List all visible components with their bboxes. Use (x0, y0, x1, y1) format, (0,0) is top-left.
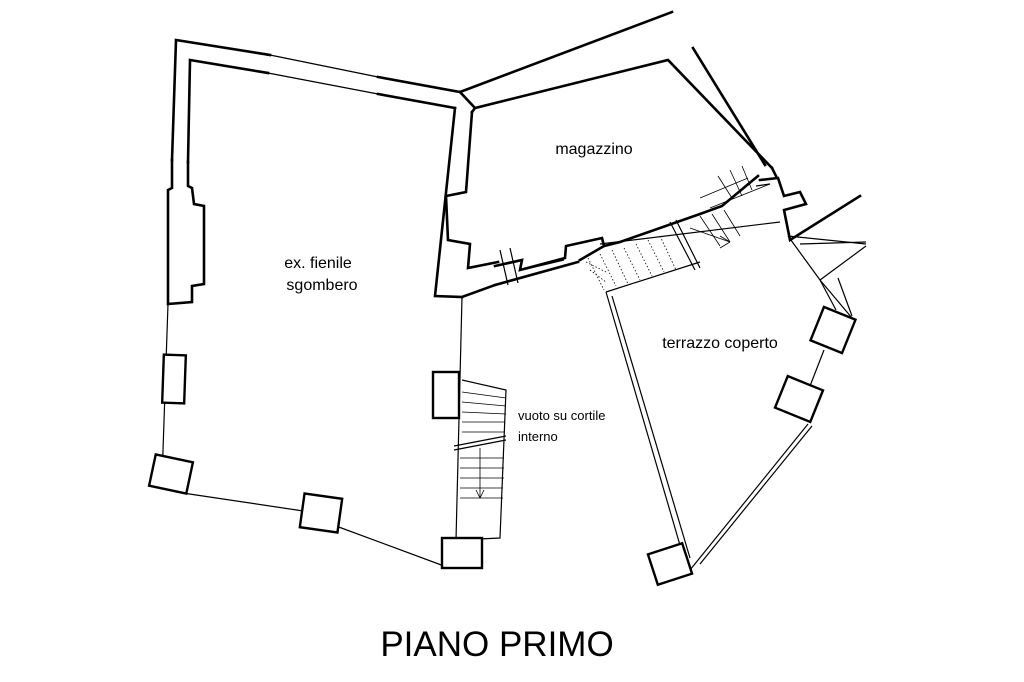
label-vuoto-line1: vuoto su cortile (518, 408, 605, 423)
plan-title: PIANO PRIMO (380, 625, 613, 664)
stairs-central (453, 296, 507, 541)
label-terrazzo: terrazzo coperto (662, 335, 778, 352)
room-fienile-bottom (175, 491, 445, 567)
right-exterior-walls (755, 166, 867, 317)
label-fienile-line1: ex. fienile (284, 255, 352, 272)
room-terrazzo (605, 279, 853, 571)
pillars (147, 305, 858, 587)
room-fienile-walls (160, 10, 674, 481)
label-vuoto-line2: interno (518, 429, 558, 444)
room-magazzino-walls (444, 46, 774, 299)
stairs-upper (585, 165, 781, 293)
label-magazzino: magazzino (555, 141, 632, 158)
label-fienile-line2: sgombero (286, 277, 357, 294)
